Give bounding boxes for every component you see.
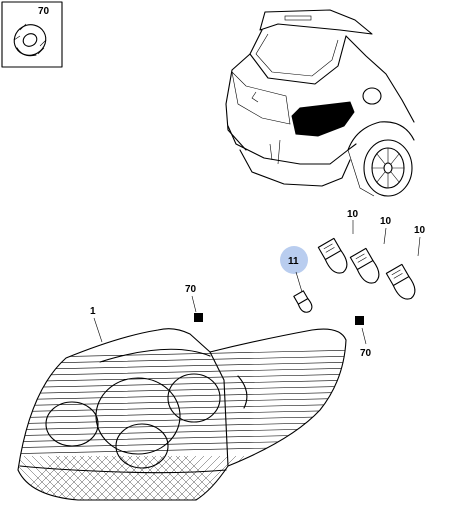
grommet-icon bbox=[13, 23, 47, 57]
bulb-10-b: 10 bbox=[349, 216, 392, 284]
lens-ribs bbox=[18, 347, 346, 500]
inset-grommet-detail: 70 bbox=[1, 1, 63, 68]
lamp-outline bbox=[17, 328, 347, 501]
callout-highlight bbox=[280, 246, 308, 274]
bulb-10-a: 10 bbox=[317, 209, 359, 274]
bulb-10-c: 10 bbox=[385, 225, 426, 300]
bulb-a-callout: 10 bbox=[347, 209, 359, 220]
bulb-c-icon bbox=[385, 263, 416, 300]
bulb-b-icon bbox=[349, 247, 380, 284]
fixing-70-right: 70 bbox=[355, 316, 372, 359]
lamp-callout: 1 bbox=[90, 306, 96, 317]
car-rear-illustration bbox=[225, 9, 415, 197]
fixing-nut-icon bbox=[355, 316, 364, 325]
lens-hatched-edge bbox=[18, 455, 245, 500]
fixing-right-callout: 70 bbox=[360, 348, 372, 359]
small-bulb-icon bbox=[293, 290, 313, 313]
fixing-left-callout: 70 bbox=[185, 284, 197, 295]
bulb-a-icon bbox=[317, 237, 348, 274]
inset-frame bbox=[1, 1, 63, 68]
bulb-c-callout: 10 bbox=[414, 225, 426, 236]
fixing-nut-icon bbox=[194, 313, 203, 322]
inset-callout-label: 70 bbox=[38, 6, 50, 17]
small-bulb-callout: 11 bbox=[288, 256, 299, 267]
lamp-reflectors bbox=[45, 348, 248, 469]
small-bulb-11: 11 bbox=[280, 246, 313, 313]
fixing-70-left: 70 bbox=[185, 284, 203, 322]
tail-lamp-location bbox=[291, 101, 355, 137]
bulb-b-callout: 10 bbox=[380, 216, 392, 227]
wheel-icon bbox=[363, 139, 413, 197]
tail-lamp-assembly: 1 bbox=[17, 306, 347, 501]
